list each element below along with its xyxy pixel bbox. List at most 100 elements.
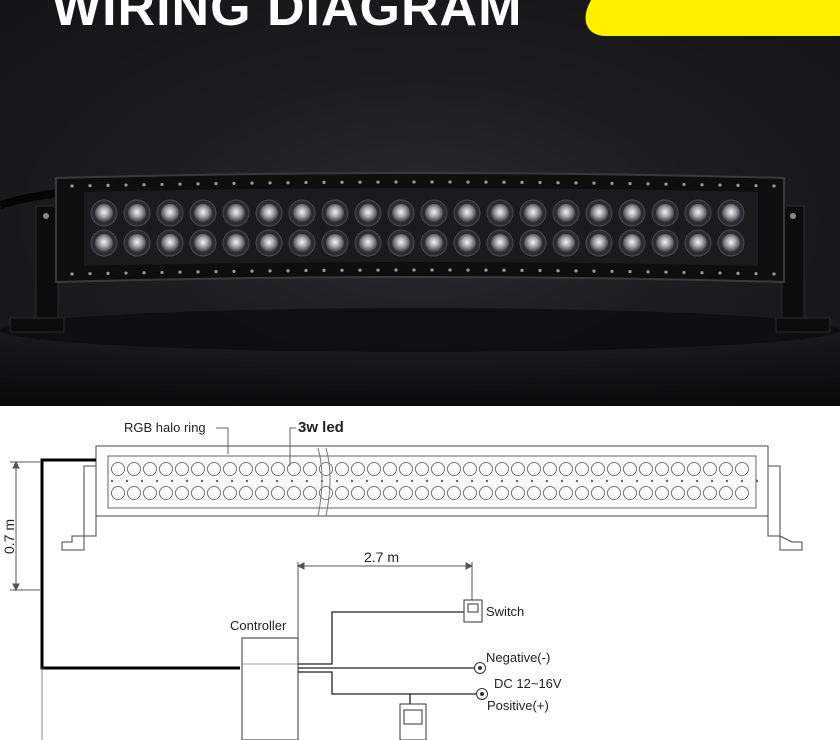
diagram-led xyxy=(175,486,189,500)
housing-screw xyxy=(376,268,380,272)
diagram-led xyxy=(735,462,749,476)
led-leader xyxy=(289,427,296,466)
diagram-rivet xyxy=(200,479,204,483)
light-bar-product xyxy=(55,172,785,284)
diagram-rivet xyxy=(440,479,444,483)
diagram-rivet xyxy=(410,479,414,483)
diagram-rivet xyxy=(230,479,234,483)
led-lens xyxy=(458,204,476,222)
diagram-rivet xyxy=(470,479,474,483)
halo-ring-label: RGB halo ring xyxy=(124,420,206,435)
diagram-led xyxy=(655,462,669,476)
diagram-rivet xyxy=(290,479,294,483)
housing-screw xyxy=(592,269,596,273)
led-lens xyxy=(260,204,278,222)
housing-screw xyxy=(430,180,434,184)
housing-screw xyxy=(556,181,560,185)
diagram-led xyxy=(207,462,221,476)
page-title: WIRING DIAGRAM xyxy=(52,0,523,37)
housing-screw xyxy=(214,181,218,186)
led-lens xyxy=(392,204,410,222)
diagram-led xyxy=(399,462,413,476)
led-lens xyxy=(425,234,443,252)
diagram-led xyxy=(351,486,365,500)
diagram-led xyxy=(719,462,733,476)
diagram-led xyxy=(431,486,445,500)
led-lens xyxy=(293,234,311,252)
housing-screw xyxy=(178,182,182,186)
diagram-led xyxy=(671,486,685,500)
diagram-led xyxy=(207,486,221,500)
led-lens xyxy=(293,204,311,222)
diagram-rivet xyxy=(185,479,189,483)
diagram-led xyxy=(687,486,701,500)
led-lens xyxy=(161,204,179,222)
housing-screw xyxy=(376,180,380,184)
diagram-led xyxy=(607,486,621,500)
diagram-rivet xyxy=(635,479,639,483)
diagram-led xyxy=(495,486,509,500)
housing-screw xyxy=(358,180,362,184)
diagram-led xyxy=(367,462,381,476)
diagram-led xyxy=(559,486,573,500)
diagram-led xyxy=(463,462,477,476)
diagram-led xyxy=(559,462,573,476)
diagram-led xyxy=(607,462,621,476)
diagram-led xyxy=(351,462,365,476)
led-lens xyxy=(689,204,707,222)
housing-screw xyxy=(772,272,776,276)
diagram-led xyxy=(223,462,237,476)
diagram-led xyxy=(527,462,541,476)
housing-screw xyxy=(106,271,110,275)
positive-label: Positive(+) xyxy=(487,698,549,713)
housing-screw xyxy=(484,180,488,184)
diagram-rivet xyxy=(170,479,174,483)
housing-screw xyxy=(286,269,290,273)
housing-screw xyxy=(412,268,416,272)
relay-icon xyxy=(399,703,427,740)
diagram-led xyxy=(639,486,653,500)
housing-screw xyxy=(538,180,542,185)
diagram-rivet xyxy=(395,479,399,483)
diagram-rivet xyxy=(125,479,129,483)
housing-screw xyxy=(520,268,524,272)
diagram-led xyxy=(383,462,397,476)
housing-screw xyxy=(646,270,650,274)
housing-screw xyxy=(646,182,650,186)
housing-screw xyxy=(304,268,308,273)
right-mounting-bracket-icon xyxy=(767,465,803,551)
diagram-led xyxy=(543,486,557,500)
diagram-rivet xyxy=(680,479,684,483)
housing-screw xyxy=(394,268,398,272)
led-lens xyxy=(194,204,212,222)
height-dimension xyxy=(10,460,40,592)
housing-screw xyxy=(160,270,164,275)
diagram-led xyxy=(463,486,477,500)
housing-screw xyxy=(592,181,596,185)
housing-screw xyxy=(178,270,182,274)
housing-screw xyxy=(322,180,326,184)
led-lens xyxy=(227,204,245,222)
led-lens xyxy=(623,204,641,222)
height-dimension-label: 0.7 m xyxy=(1,519,17,554)
diagram-rivet xyxy=(740,479,744,483)
diagram-led xyxy=(415,462,429,476)
housing-screw xyxy=(88,272,92,276)
housing-screw xyxy=(232,181,236,185)
housing-screw xyxy=(124,271,128,275)
led-lens xyxy=(623,234,641,252)
housing-screw xyxy=(142,271,146,275)
housing-screw xyxy=(412,180,416,184)
switch-wire xyxy=(298,611,464,665)
diagram-rivet xyxy=(500,479,504,483)
led-lens xyxy=(359,234,377,252)
diagram-led xyxy=(703,486,717,500)
housing-screw xyxy=(502,268,506,272)
diagram-led xyxy=(335,486,349,500)
controller-box xyxy=(241,637,299,740)
diagram-led xyxy=(127,486,141,500)
diagram-led xyxy=(255,462,269,476)
diagram-rivet xyxy=(650,479,654,483)
housing-screw xyxy=(502,180,506,184)
diagram-led xyxy=(527,486,541,500)
